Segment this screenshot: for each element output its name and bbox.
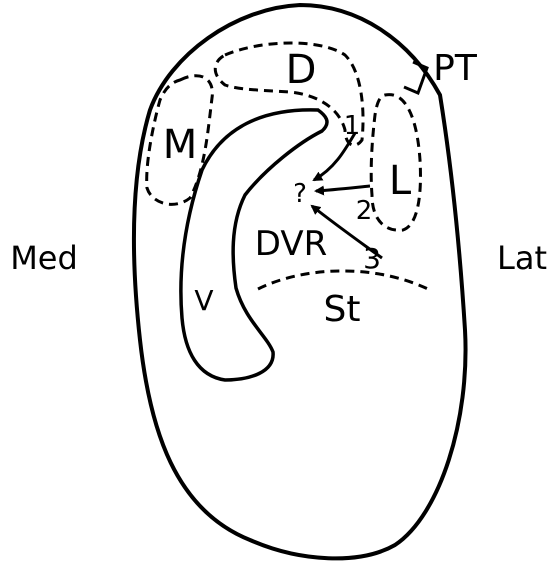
label-v: V [194, 284, 213, 317]
label-question: ? [293, 179, 307, 209]
label-pt: PT [433, 48, 478, 89]
label-st: St [324, 289, 361, 330]
label-path-1: 1 [344, 111, 361, 141]
pt-bracket [404, 62, 427, 93]
label-path-2: 2 [356, 196, 373, 226]
label-path-3: 3 [363, 242, 381, 275]
projection-arrow-2 [316, 186, 370, 191]
label-l: L [389, 158, 412, 204]
label-dvr: DVR [255, 224, 327, 264]
label-med: Med [10, 239, 78, 277]
striatum-boundary [258, 271, 428, 289]
label-d: D [286, 47, 317, 93]
label-lat: Lat [497, 239, 547, 277]
label-m: M [163, 122, 198, 168]
